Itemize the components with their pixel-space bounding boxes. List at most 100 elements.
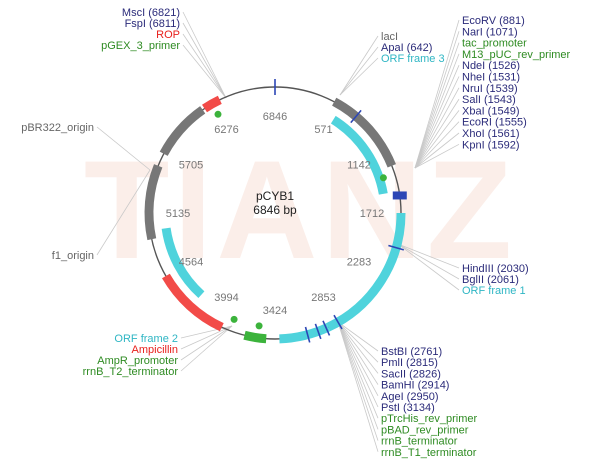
leader-line <box>182 33 227 99</box>
tick-label: 1142 <box>347 160 371 172</box>
feature-label: AmpR_promoter <box>97 355 178 367</box>
tick-labels: 6846571114217122283285334243994456451355… <box>166 111 384 317</box>
leader-line <box>337 321 379 374</box>
pgex-primer-arrow <box>214 110 222 118</box>
leader-line <box>414 132 460 169</box>
leader-line <box>414 53 460 169</box>
feature-label: SalI (1543) <box>462 94 516 106</box>
leader-line <box>414 110 460 169</box>
feature-label: pBR322_origin <box>21 122 94 134</box>
leader-line <box>96 169 151 256</box>
leader-line <box>337 321 379 430</box>
ampr-promoter-arrow <box>230 315 238 323</box>
feature-label: KpnI (1592) <box>462 139 519 151</box>
leader-line <box>339 57 379 96</box>
leader-line <box>339 46 379 96</box>
feature-label: ORF frame 1 <box>462 285 526 297</box>
leader-line <box>180 325 233 361</box>
labels-right-mid: HindIII (2030)BglII (2061)ORF frame 1 <box>462 263 529 297</box>
tick-label: 2853 <box>311 292 335 304</box>
feature-label: NdeI (1526) <box>462 60 520 72</box>
rrnb-terminator-arc <box>243 330 267 344</box>
leader-line <box>414 65 460 169</box>
feature-label: XhoI (1561) <box>462 128 519 140</box>
feature-label: FspI (6811) <box>125 18 180 30</box>
feature-label: HindIII (2030) <box>462 263 529 275</box>
leader-line <box>180 325 233 372</box>
tick-label: 4564 <box>179 257 203 269</box>
leader-line <box>337 321 379 441</box>
leader-lines <box>96 11 460 452</box>
labels-bottom-right: BstBI (2761)PmlI (2815)SacII (2826)BamHI… <box>381 346 478 459</box>
feature-label: ROP <box>156 29 180 41</box>
feature-label: Ampicillin <box>132 344 178 356</box>
feature-label: lacI <box>381 31 398 43</box>
feature-label: EcoRI (1555) <box>462 117 527 129</box>
leader-line <box>337 321 379 419</box>
orf-frame-3-arc <box>330 115 388 195</box>
site-tick-5 <box>314 323 322 340</box>
laci-arc <box>332 97 396 168</box>
plasmid-name: pCYB1 <box>256 189 294 203</box>
feature-label: NheI (1531) <box>462 72 520 84</box>
labels-left: pBR322_origin f1_origin <box>21 122 94 262</box>
leader-line <box>337 321 379 352</box>
leader-line <box>337 321 379 396</box>
labels-top-right: EcoRV (881)NarI (1071)tac_promoterM13_pU… <box>462 15 571 151</box>
leader-line <box>180 325 233 350</box>
tac-promoter-arrow <box>379 174 387 182</box>
feature-label: ApaI (642) <box>381 42 432 54</box>
feature-label: rrnB_T2_terminator <box>83 366 179 378</box>
feature-label: ORF frame 3 <box>381 53 445 65</box>
leader-line <box>337 321 379 385</box>
tick-label: 5135 <box>166 208 190 220</box>
leader-line <box>414 19 460 169</box>
f1-origin-arc <box>144 164 163 241</box>
feature-label: BglII (2061) <box>462 274 519 286</box>
leader-line <box>397 243 460 291</box>
rrnb-t1-arrow <box>255 322 263 330</box>
tick-label: 1712 <box>360 208 384 220</box>
leader-line <box>414 42 460 169</box>
watermark-text: TIANZ <box>84 131 516 288</box>
feature-label: BstBI (2761) <box>381 346 442 358</box>
feature-label: NruI (1539) <box>462 83 518 95</box>
leader-line <box>397 243 460 280</box>
tick-label: 2283 <box>347 257 371 269</box>
feature-label: PstI (3134) <box>381 402 435 414</box>
leader-line <box>337 321 379 363</box>
feature-label: f1_origin <box>52 250 94 262</box>
leader-line <box>414 31 460 169</box>
leader-line <box>337 321 379 452</box>
feature-label: pTrcHis_rev_primer <box>381 413 478 425</box>
plasmid-size: 6846 bp <box>253 203 297 217</box>
tick-label: 571 <box>314 124 332 136</box>
site-tick-2 <box>388 244 405 251</box>
mcs-box <box>392 191 407 200</box>
feature-label: XbaI (1549) <box>462 105 519 117</box>
feature-label: pBAD_rev_primer <box>381 424 469 436</box>
orf-frame-1-arc-a <box>326 212 406 332</box>
feature-label: ORF frame 2 <box>114 333 178 345</box>
feature-label: pGEX_3_primer <box>101 40 180 52</box>
site-tick-4 <box>322 320 331 336</box>
leader-line <box>414 143 460 169</box>
leader-line <box>182 22 227 99</box>
feature-label: M13_pUC_rev_primer <box>462 49 571 61</box>
ampicillin-arc <box>162 273 224 332</box>
feature-arcs <box>144 79 407 344</box>
feature-label: EcoRV (881) <box>462 15 525 27</box>
feature-label: SacII (2826) <box>381 368 441 380</box>
feature-label: tac_promoter <box>462 38 527 50</box>
tick-label: 5705 <box>179 160 203 172</box>
leader-line <box>414 87 460 169</box>
leader-line <box>337 321 379 408</box>
tick-label: 6846 <box>263 111 287 123</box>
feature-label: rrnB_terminator <box>381 436 458 448</box>
pbr322-origin-arc <box>159 106 206 156</box>
feature-label: MscI (6821) <box>122 7 180 19</box>
tick-label: 3994 <box>214 292 238 304</box>
rop-arc <box>202 95 222 113</box>
